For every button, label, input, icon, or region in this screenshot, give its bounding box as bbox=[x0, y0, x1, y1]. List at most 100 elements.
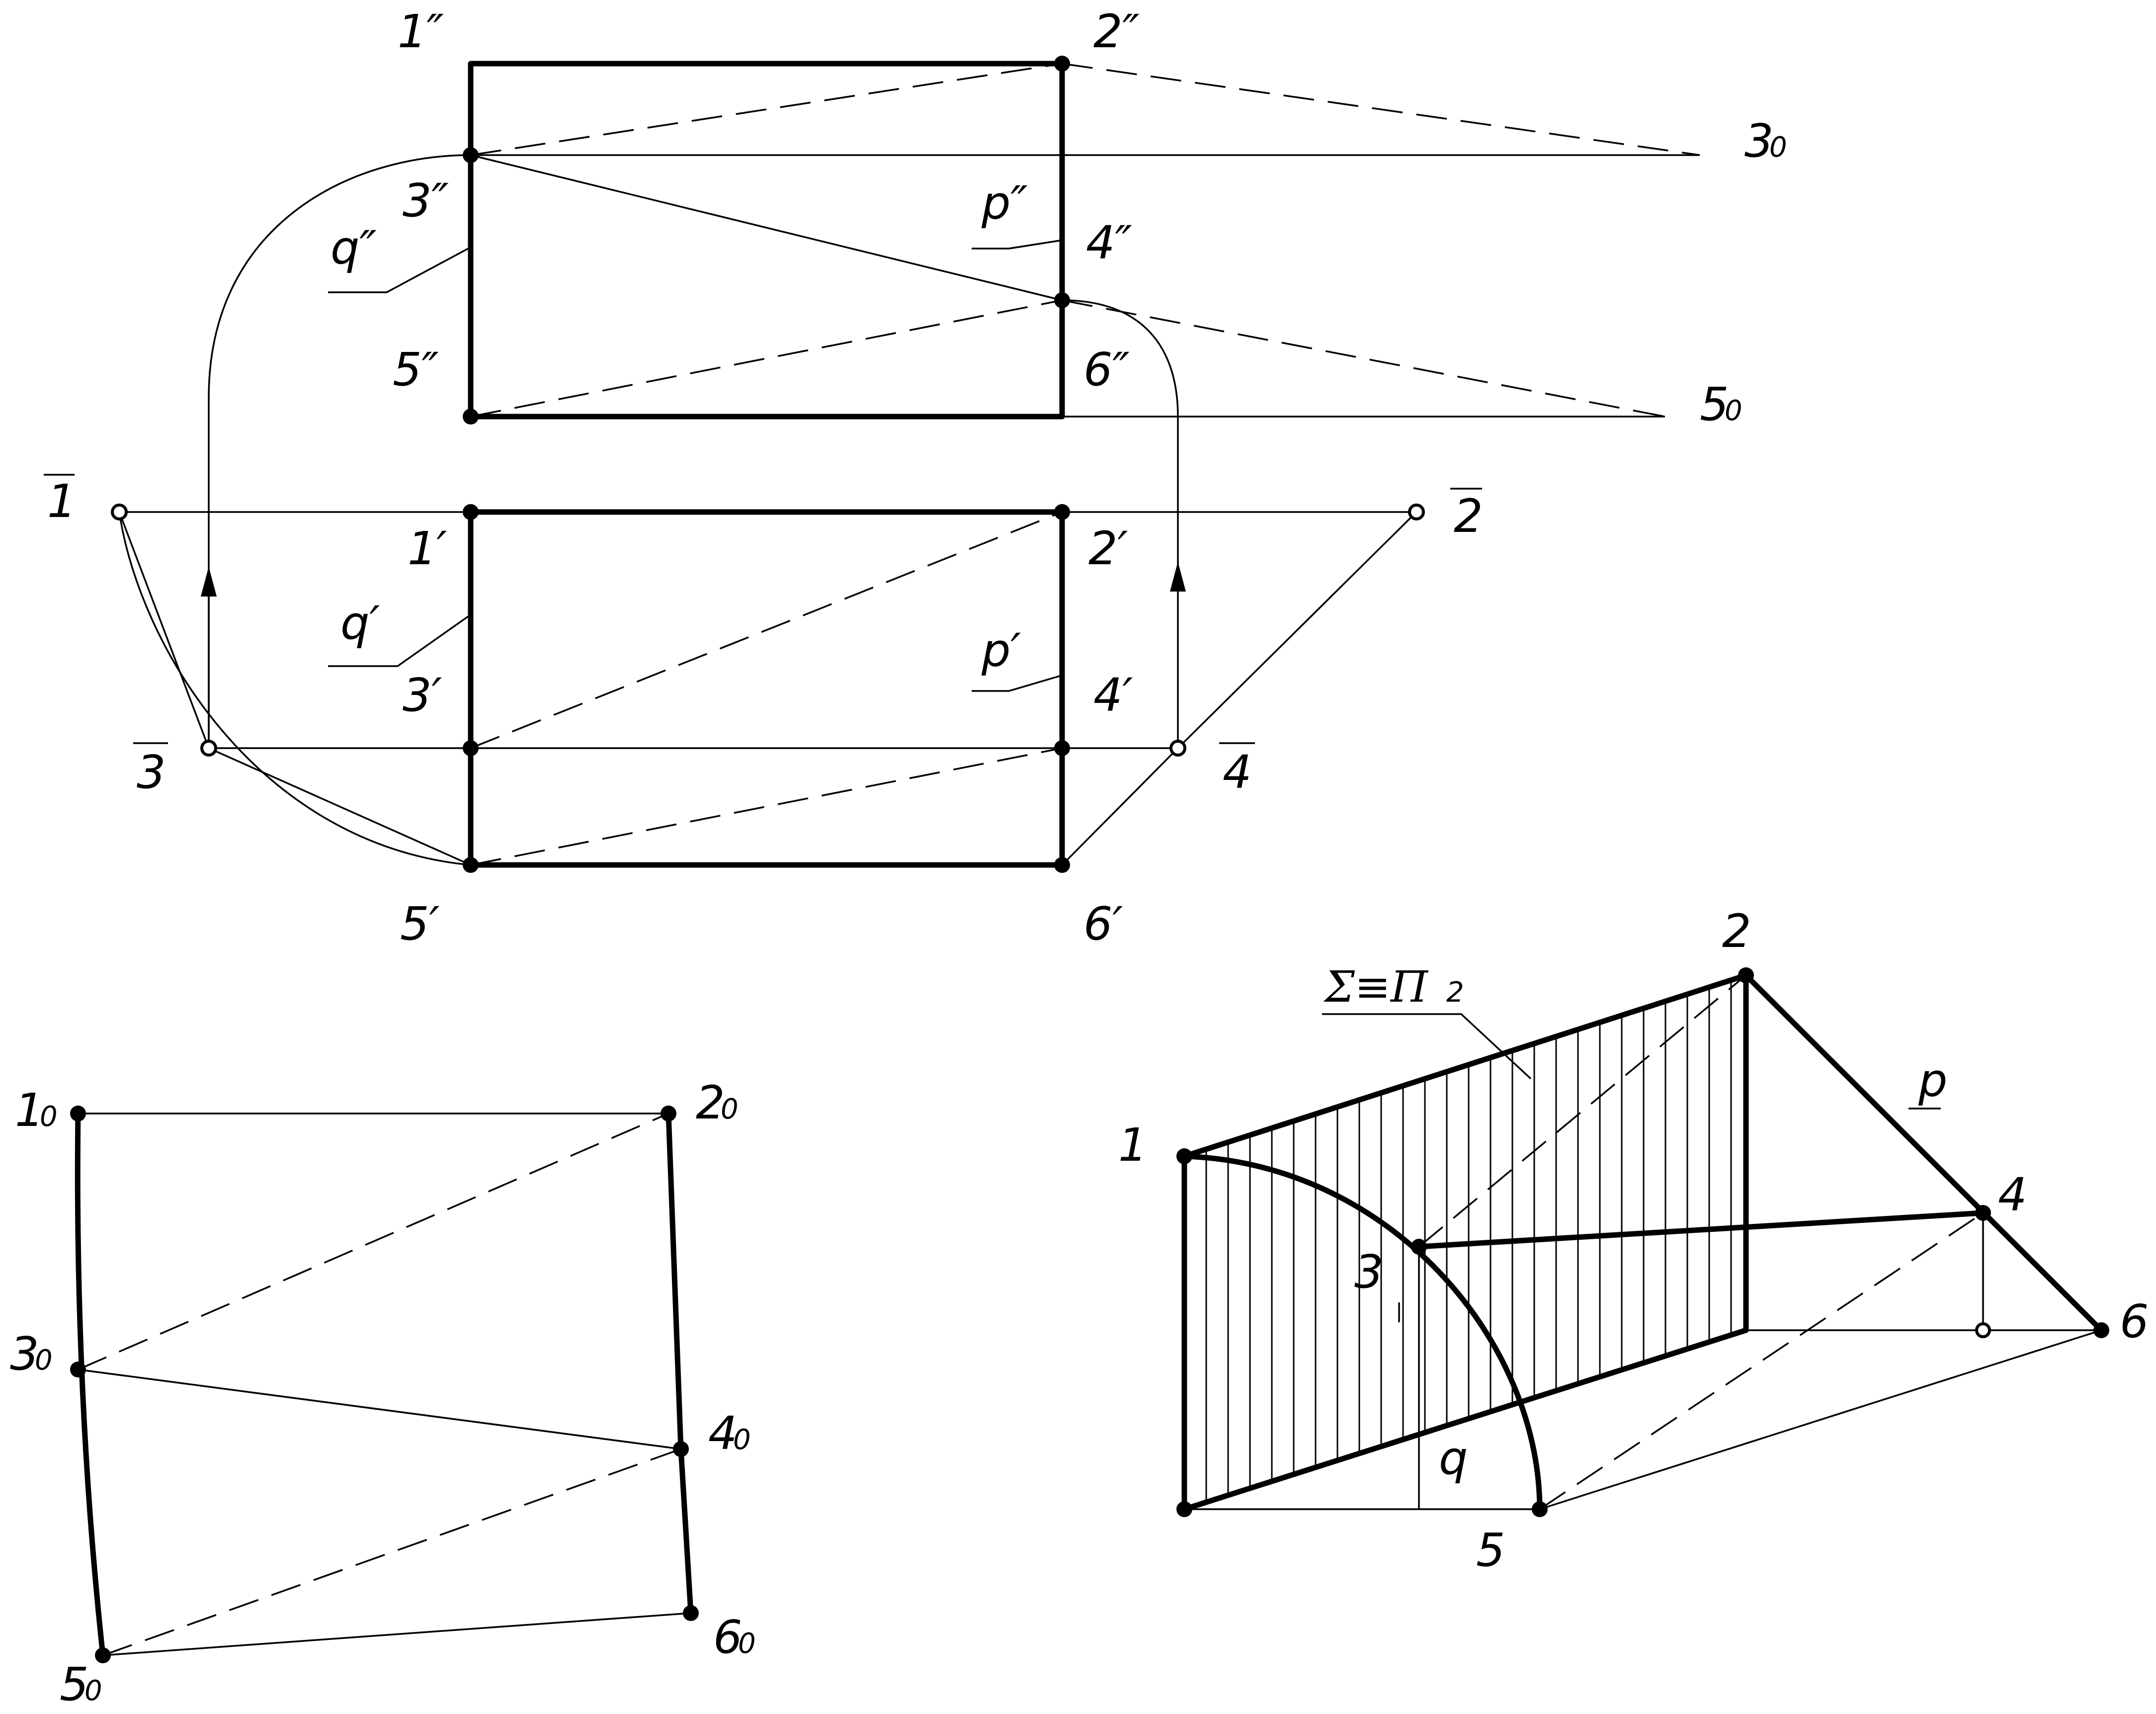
dash-2pp-30 bbox=[1062, 63, 1700, 156]
point-6p bbox=[1054, 857, 1070, 873]
point-4 bbox=[1975, 1205, 1991, 1221]
point-40 bbox=[673, 1441, 689, 1457]
point-60 bbox=[683, 1605, 699, 1621]
line-2bar-4bar bbox=[1177, 511, 1417, 749]
dash-5pp-4pp bbox=[470, 299, 1063, 418]
point-4-base bbox=[1975, 1322, 1991, 1338]
leader-p-pp bbox=[972, 240, 1060, 250]
point-5 bbox=[1532, 1501, 1548, 1517]
dash-5-4 bbox=[1539, 1212, 1984, 1510]
label-6pp: 6″ bbox=[1083, 343, 1130, 396]
label-3bar: 3 bbox=[137, 746, 166, 799]
label-i3: 3 bbox=[1354, 1245, 1384, 1298]
label-10-sub: 0 bbox=[40, 1101, 58, 1133]
dash-50-40 bbox=[102, 1448, 681, 1656]
label-p-pp: p″ bbox=[981, 176, 1028, 230]
edge-2-6 bbox=[1743, 972, 2104, 1333]
construction-arcs bbox=[118, 154, 1186, 866]
point-5pp bbox=[463, 409, 479, 425]
dash-30-20 bbox=[78, 1113, 669, 1371]
curve-10-50 bbox=[75, 1111, 106, 1658]
label-40: 4 bbox=[708, 1407, 738, 1460]
line-4bar-6p bbox=[1061, 747, 1179, 866]
point-5p bbox=[463, 857, 479, 873]
label-40-sub: 0 bbox=[733, 1424, 751, 1456]
line-50-60 bbox=[102, 1612, 691, 1656]
point-30 bbox=[70, 1362, 86, 1377]
label-2p: 2′ bbox=[1088, 522, 1128, 575]
label-sigma: Σ≡Π bbox=[1323, 962, 1429, 1012]
leader-q-p bbox=[328, 615, 469, 667]
arrow-up-right bbox=[1170, 562, 1186, 592]
dash-3pp-2pp bbox=[470, 63, 1063, 156]
point-1p bbox=[463, 504, 479, 520]
curve-q bbox=[1181, 1153, 1543, 1512]
label-6p: 6′ bbox=[1083, 897, 1123, 950]
label-ip: p bbox=[1918, 1054, 1947, 1107]
label-30-right-sub: 0 bbox=[1769, 131, 1787, 164]
label-1p: 1′ bbox=[408, 522, 447, 575]
label-10: 1 bbox=[15, 1084, 44, 1137]
point-2pp bbox=[1054, 56, 1070, 72]
label-3pp: 3″ bbox=[403, 174, 449, 227]
label-4bar: 4 bbox=[1223, 746, 1252, 799]
point-2bar bbox=[1408, 504, 1425, 520]
label-1bar: 1 bbox=[47, 475, 77, 528]
label-iq: q bbox=[1439, 1432, 1468, 1485]
label-50: 5 bbox=[60, 1658, 89, 1711]
dash-4pp-50 bbox=[1062, 299, 1665, 418]
leader-sigma bbox=[1322, 1013, 1532, 1080]
line-30-40 bbox=[78, 1369, 681, 1450]
label-i1: 1 bbox=[1118, 1118, 1148, 1172]
point-6 bbox=[2093, 1322, 2109, 1338]
point-2p bbox=[1054, 504, 1070, 520]
point-10 bbox=[70, 1106, 86, 1121]
frontal-rectangle bbox=[468, 61, 1065, 420]
label-5pp: 5″ bbox=[393, 343, 439, 396]
label-50-right-sub: 0 bbox=[1725, 395, 1742, 427]
line-5-6 bbox=[1539, 1329, 2102, 1510]
line-3bar-5p bbox=[208, 747, 471, 866]
true-size-figure bbox=[70, 1106, 699, 1663]
line-3pp-4pp bbox=[470, 154, 1063, 301]
dash-3p-2p bbox=[470, 511, 1063, 749]
label-60: 6 bbox=[713, 1611, 743, 1664]
line-1bar-3bar bbox=[118, 512, 210, 749]
label-30: 3 bbox=[10, 1327, 39, 1380]
label-i5: 5 bbox=[1476, 1524, 1505, 1577]
point-1-base bbox=[1176, 1501, 1192, 1517]
horizontal-rectangle bbox=[468, 509, 1065, 868]
frontal-projection bbox=[328, 56, 1700, 425]
point-3 bbox=[1411, 1239, 1427, 1255]
label-50-sub: 0 bbox=[84, 1675, 102, 1707]
label-30-right: 3 bbox=[1744, 114, 1774, 168]
arc-right bbox=[1062, 299, 1179, 748]
label-i4: 4 bbox=[1998, 1168, 2027, 1221]
leader-q-pp bbox=[328, 248, 469, 293]
label-4p: 4′ bbox=[1093, 669, 1133, 722]
dash-3-2 bbox=[1418, 974, 1747, 1248]
label-20: 2 bbox=[696, 1076, 725, 1129]
arc-1bar-5p bbox=[118, 512, 471, 866]
label-i6: 6 bbox=[2120, 1295, 2149, 1348]
label-30-sub: 0 bbox=[35, 1344, 53, 1376]
point-2 bbox=[1738, 967, 1754, 983]
label-60-sub: 0 bbox=[738, 1628, 756, 1660]
label-3p: 3′ bbox=[403, 669, 442, 722]
arrow-up-left bbox=[201, 567, 217, 597]
point-3bar bbox=[200, 740, 217, 757]
point-3p bbox=[463, 740, 479, 756]
point-1 bbox=[1176, 1148, 1192, 1164]
label-2pp: 2″ bbox=[1093, 5, 1140, 58]
point-1bar bbox=[111, 504, 128, 520]
curve-20-60 bbox=[665, 1111, 694, 1616]
leader-p-p bbox=[972, 675, 1060, 692]
pictorial-view bbox=[1176, 967, 2109, 1517]
edge-3-4 bbox=[1416, 1210, 1986, 1250]
labels: 1″ 2″ 3″ 4″ 5″ 6″ q″ p″ 3 0 5 0 1′ 2′ 3′… bbox=[10, 5, 2149, 1711]
label-q-p: q′ bbox=[340, 597, 380, 650]
point-4bar bbox=[1169, 740, 1186, 757]
label-20-sub: 0 bbox=[721, 1093, 739, 1125]
arc-q-left bbox=[208, 154, 471, 748]
